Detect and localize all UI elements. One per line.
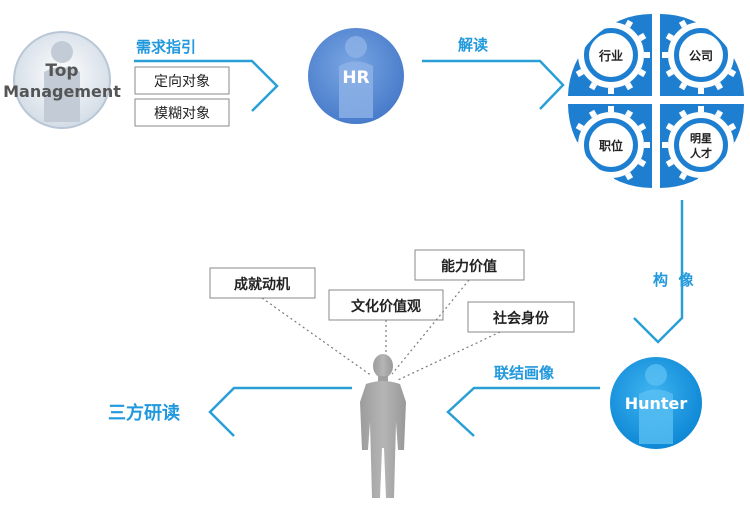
gear-tooth [662,142,668,148]
gear-tooth [662,52,668,58]
step5-title: 三方研读 [108,402,180,424]
candidate-person-figure [360,354,406,498]
trait-achievement-label: 成就动机 [234,276,290,293]
gear-tooth [678,172,688,181]
trait-connectors [261,279,501,381]
gear-tooth [728,68,737,78]
gear-ring [578,112,644,178]
gear-tooth [588,19,598,28]
gear-tooth [678,109,688,118]
trait-culture-label: 文化价值观 [351,298,421,315]
gear-industry-label: 行业 [598,48,623,63]
gear-tooth [608,88,614,94]
step4-arrow [446,386,600,437]
gear-tooth [608,178,614,184]
gear-tooth [575,68,584,78]
gear-tooth [714,19,724,28]
gear-position-label: 职位 [599,138,623,153]
gear-tooth [644,142,650,148]
trait-box-ability: 能力价值 [414,249,525,281]
hr-node: HR [308,28,404,124]
gear-tooth [698,178,704,184]
option-box-fuzzy: 模糊对象 [134,98,230,127]
gear-tooth [638,32,647,42]
gear-tooth [698,106,704,112]
gear-star-label-line1: 明星 [690,132,712,145]
trait-box-culture: 文化价值观 [328,289,444,321]
trait-ability-label: 能力价值 [441,258,497,275]
top-management-label-line1: Top [45,61,78,81]
gear-tooth [575,32,584,42]
gear-tooth [678,19,688,28]
top-management-node: Top Management [3,31,121,129]
gear-tooth [665,68,674,78]
step3-arrow [633,200,684,344]
step2-title: 解读 [458,36,488,54]
gear-tooth [638,122,647,132]
step3-title: 构 像 [653,271,694,289]
gear-tooth [734,142,740,148]
step1-title: 需求指引 [136,38,196,56]
step1-arrow [134,59,279,112]
gear-tooth [665,158,674,168]
gear-tooth [575,158,584,168]
person-silhouette-icon [44,41,80,122]
gear-cluster: 行业 公司 职位 明星 人才 [566,12,744,190]
gear-tooth [698,88,704,94]
gear-ring [578,22,644,88]
trait-box-social: 社会身份 [467,301,575,333]
option-box-directed: 定向对象 [134,66,230,95]
gear-tooth [624,109,634,118]
hunter-node: Hunter [610,357,702,449]
gear-tooth [624,19,634,28]
gear-tooth [678,82,688,91]
gear-tooth [624,172,634,181]
gear-tooth [624,82,634,91]
gear-tooth [608,106,614,112]
gear-ring [668,22,734,88]
gear-ring [668,112,734,178]
hr-label: HR [342,68,369,88]
trait-social-label: 社会身份 [492,310,550,327]
gear-tooth [572,52,578,58]
trait-box-achievement: 成就动机 [209,267,316,299]
gear-tooth [714,172,724,181]
person-silhouette-icon [339,36,373,118]
gear-tooth [638,68,647,78]
gear-tooth [728,122,737,132]
step2-arrow [422,59,565,110]
gear-tooth [638,158,647,168]
gear-tooth [698,16,704,22]
gear-tooth [575,122,584,132]
step4-title: 联结画像 [494,364,555,382]
gear-tooth [608,16,614,22]
step5-arrow [208,386,352,437]
gear-tooth [572,142,578,148]
gear-tooth [714,109,724,118]
top-management-label-line2: Management [3,82,121,101]
gear-tooth [665,122,674,132]
gear-company-label: 公司 [689,49,713,63]
gear-tooth [728,158,737,168]
option-fuzzy-label: 模糊对象 [154,106,210,122]
gear-tooth [665,32,674,42]
gear-tooth [714,82,724,91]
gear-tooth [588,172,598,181]
option-directed-label: 定向对象 [154,74,210,90]
gear-tooth [644,52,650,58]
gear-star-label-line2: 人才 [690,146,712,160]
gear-tooth [728,32,737,42]
gear-tooth [734,52,740,58]
gear-tooth [588,82,598,91]
hunter-label: Hunter [625,394,688,413]
gear-tooth [588,109,598,118]
person-silhouette-icon [639,364,673,444]
